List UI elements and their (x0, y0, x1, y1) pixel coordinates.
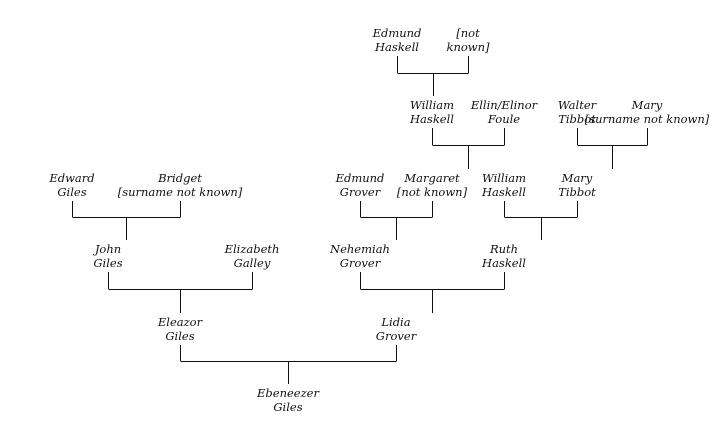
person-name-family: Tibbot (558, 185, 596, 199)
person-name-given: Mary (631, 98, 663, 112)
person-name-family: Giles (165, 329, 195, 343)
person-name-family: Foule (487, 112, 521, 126)
person-name-family: Haskell (410, 112, 454, 126)
person-name-family: known] (446, 40, 490, 54)
person-name-given: Lidia (381, 315, 411, 329)
person-name-given: Ebeneezer (257, 386, 319, 400)
person-name-family: [not known] (396, 185, 468, 199)
person-name-given: Walter (557, 98, 597, 112)
person-bridget: Bridget[surname not known] (118, 171, 243, 199)
person-name-given: Nehemiah (330, 242, 390, 256)
person-name-given: Ellin/Elinor (470, 98, 538, 112)
person-name-given: William (409, 98, 455, 112)
person-name-family: Haskell (482, 185, 526, 199)
person-name-family: Grover (339, 256, 381, 270)
person-margaret: Margaret[not known] (397, 171, 467, 199)
person-name-given: [not (456, 26, 480, 40)
person-name-given: Eleazor (157, 315, 203, 329)
person-name-given: Bridget (158, 171, 202, 185)
person-name-given: William (481, 171, 527, 185)
person-name-family: Grover (339, 185, 381, 199)
person-name-given: Edmund (335, 171, 385, 185)
person-name-family: Grover (375, 329, 417, 343)
person-name-family: Giles (93, 256, 123, 270)
person-name-family: Giles (273, 400, 303, 414)
person-name-given: Margaret (404, 171, 460, 185)
person-name-family: Haskell (482, 256, 526, 270)
person-name-family: [surname not known] (584, 112, 710, 126)
person-name-family: Giles (57, 185, 87, 199)
person-name-given: Ruth (489, 242, 519, 256)
person-name-given: Elizabeth (224, 242, 280, 256)
person-name-family: Tibbot (558, 112, 596, 126)
person-name-given: Mary (561, 171, 593, 185)
person-mary-surname-unknown: Mary[surname not known] (585, 98, 710, 126)
person-name-given: Edward (49, 171, 95, 185)
person-name-family: [surname not known] (117, 185, 243, 199)
person-name-given: John (94, 242, 122, 256)
person-name-family: Galley (233, 256, 271, 270)
person-name-given: Edmund (372, 26, 422, 40)
person-name-family: Haskell (375, 40, 419, 54)
